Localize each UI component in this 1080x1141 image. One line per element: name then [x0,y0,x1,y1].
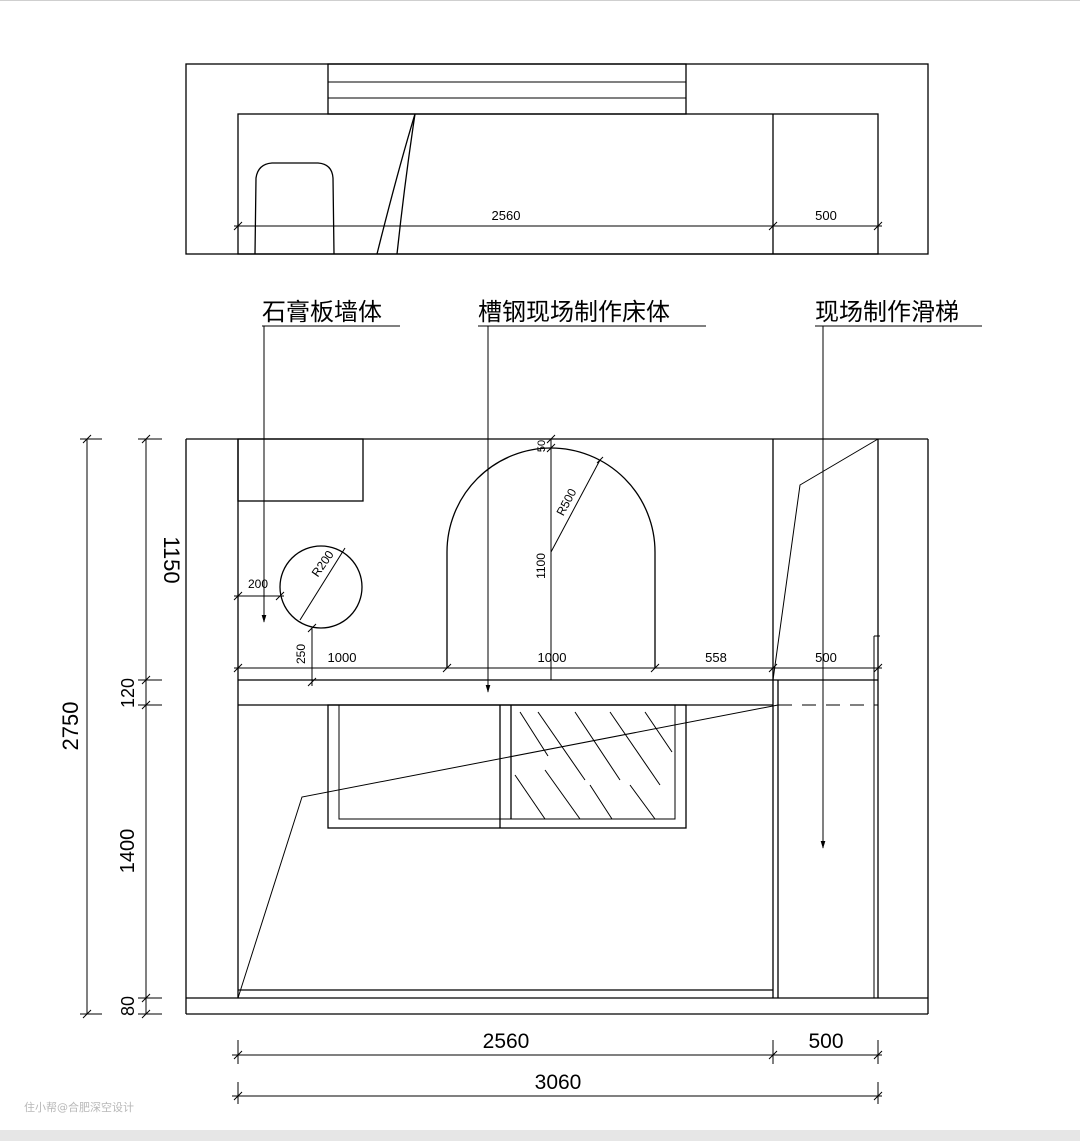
dim-bottom-3060: 3060 [535,1071,582,1094]
plan-chair [254,162,335,255]
plan-view: 2560 500 [185,63,929,255]
label-sliding-ladder: 现场制作滑梯 [815,298,959,326]
callout-labels: 石膏板墙体 槽钢现场制作床体 现场制作滑梯 [261,298,982,849]
page-top-border [0,0,1080,1]
dim-250: 250 [294,644,308,664]
label-channel-steel-bed: 槽钢现场制作床体 [478,298,670,326]
dim-80: 80 [118,996,138,1016]
dim-1150: 1150 [159,536,184,583]
plan-dim-2560: 2560 [492,208,521,223]
dim-1400: 1400 [117,829,139,874]
dim-seg3: 558 [705,650,727,665]
page-bottom-band [0,1130,1080,1141]
wall-shelf [237,438,364,502]
dim-200: 200 [248,577,268,591]
watermark: 住小帮@合肥深空设计 [24,1101,134,1114]
ladder-rail [772,438,879,681]
dim-seg1: 1000 [328,650,357,665]
slide-ladder [237,704,779,999]
plan-window [327,63,687,115]
glass-hatch [514,711,673,820]
dim-seg2: 1000 [538,650,567,665]
dim-seg4: 500 [815,650,837,665]
round-window [279,545,363,629]
plan-door-arc [376,113,416,255]
dim-r200: R200 [309,548,337,580]
dim-120: 120 [118,678,138,708]
dim-r500: R500 [554,486,580,518]
dim-bottom-2560: 2560 [483,1030,530,1053]
plan-dim-500: 500 [815,208,837,223]
elevation-view: R200 R500 50 1100 1000 1000 558 500 200 [58,434,929,1104]
dim-50: 50 [536,440,548,452]
dim-1100: 1100 [534,553,548,579]
label-gypsum-wall: 石膏板墙体 [262,298,382,326]
dim-2750: 2750 [58,702,83,751]
dim-bottom-500: 500 [808,1030,843,1053]
desk-cabinet [327,704,687,829]
